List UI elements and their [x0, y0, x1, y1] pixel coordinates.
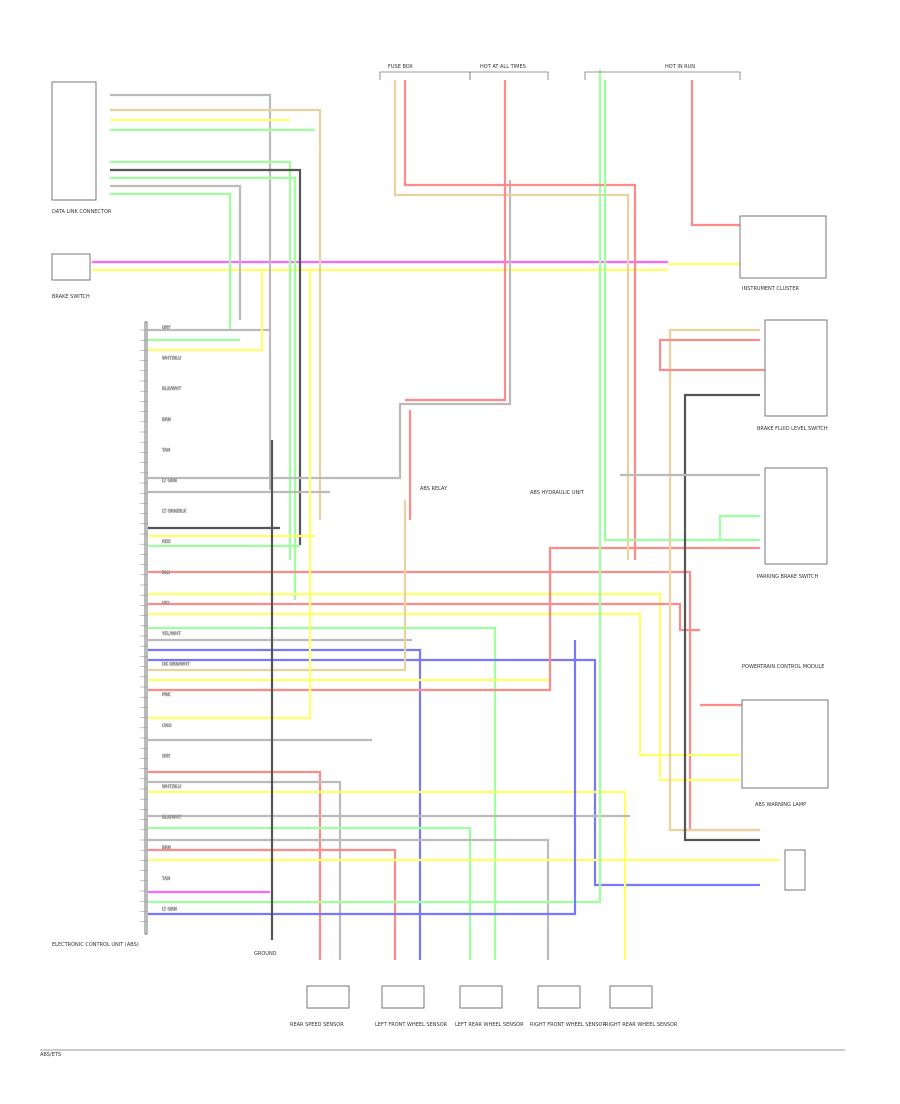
- wire-c9: [110, 192, 232, 330]
- wire-c7: [110, 176, 297, 600]
- ecu-pin-label: GRY: [162, 753, 171, 758]
- wire-p4: [148, 180, 512, 480]
- label-sensor-3: LEFT REAR WHEEL SENSOR: [455, 1022, 524, 1028]
- parking-brake-switch-block: [764, 467, 828, 565]
- sensor-4-block: [537, 985, 581, 1009]
- label-sensor-2: LEFT FRONT WHEEL SENSOR: [375, 1022, 448, 1028]
- ecu-pin-label: GRY: [162, 325, 171, 330]
- label-sensor-1: REAR SPEED SENSOR: [290, 1022, 344, 1028]
- wire-p23: [148, 780, 342, 960]
- brake-fluid-switch-block: [764, 319, 828, 417]
- wire-p17: [148, 500, 407, 672]
- label-sensor-4: RIGHT FRONT WHEEL SENSOR: [530, 1022, 606, 1028]
- wire-center-green: [603, 80, 760, 542]
- fuse-bracket-right: [584, 71, 741, 80]
- ecu-pin-label: LT GRN: [162, 906, 177, 911]
- ecu-pin-label: PNK: [162, 692, 171, 697]
- ecu-block: [144, 321, 148, 935]
- label-instrument-cluster: INSTRUMENT CLUSTER: [742, 286, 800, 292]
- wire-p13: [148, 626, 497, 960]
- wire-center-red: [403, 80, 637, 560]
- wire-p22: [148, 770, 322, 960]
- ecu-pin-label: WHT/BLU: [162, 784, 181, 789]
- wire-c8: [110, 184, 242, 320]
- wire-c2: [110, 108, 322, 520]
- sensor-2-block: [381, 985, 425, 1009]
- wire-center-red3: [405, 80, 507, 402]
- ecu-pin-label: BRN: [162, 417, 171, 422]
- label-brake-fluid-switch: BRAKE FLUID LEVEL SWITCH: [757, 426, 828, 432]
- label-hydraulic-unit: ABS HYDRAULIC UNIT: [530, 490, 585, 496]
- label-abs-relay: ABS RELAY: [420, 486, 448, 492]
- label-pcm: POWERTRAIN CONTROL MODULE: [742, 664, 824, 670]
- sensor-3-block: [459, 985, 503, 1009]
- ecu-pin-label: LT GRN/BLK: [162, 509, 187, 514]
- wire-c6: [110, 168, 302, 545]
- label-hot-in-run: HOT IN RUN: [665, 64, 695, 70]
- label-warning-lamp: ABS WARNING LAMP: [755, 802, 806, 808]
- wire-r3: [683, 393, 760, 842]
- wire-c1: [110, 93, 272, 490]
- wire-p3: [148, 270, 264, 352]
- label-ecu: ELECTRONIC CONTROL UNIT (ABS): [52, 942, 139, 948]
- label-hot-at-all-times: HOT AT ALL TIMES: [480, 64, 526, 70]
- footer-label: ABS/ETS: [40, 1052, 61, 1058]
- ecu-pin-label: DK GRN/WHT: [162, 662, 190, 667]
- ecu-pin-label: VIO: [162, 600, 170, 605]
- wire-r1: [668, 328, 760, 832]
- wire-p16: [148, 658, 760, 887]
- wire-p11: [148, 602, 700, 632]
- ecu-pin-label: BRN: [162, 845, 171, 850]
- wire-p32: [148, 640, 577, 916]
- ecu-pin-label: TAN: [161, 876, 170, 881]
- wire-c5: [110, 160, 292, 560]
- data-link-connector: [51, 81, 97, 201]
- label-ground: GROUND: [254, 951, 277, 957]
- sensor-1-block: [306, 985, 350, 1009]
- wire-p12: [148, 612, 740, 757]
- wire-r5: [718, 514, 760, 540]
- ecu-pin-label: LT GRN: [162, 478, 177, 483]
- wire-p19: [148, 546, 760, 692]
- instrument-cluster-block: [739, 215, 827, 279]
- wire-p15: [148, 648, 422, 960]
- ecu-pin-label: WHT/BLU: [162, 356, 181, 361]
- fuse-bracket-left: [379, 71, 471, 80]
- ecu-pin-label: YEL/WHT: [161, 631, 181, 636]
- warning-lamp-block: [784, 849, 806, 891]
- wire-p24: [148, 790, 627, 960]
- wire-p26: [148, 826, 472, 960]
- ecu-pin-label: BLK/WHT: [162, 386, 182, 391]
- fuse-bracket-mid: [469, 71, 549, 80]
- sensor-5-block: [609, 985, 653, 1009]
- wire-fuse-right-red: [690, 80, 740, 227]
- label-parking-brake-switch: PARKING BRAKE SWITCH: [757, 574, 819, 580]
- pcm-block: [741, 699, 829, 789]
- wire-p20: [148, 270, 312, 720]
- ecu-pin-label: TAN: [161, 447, 170, 452]
- wire-p10: [148, 592, 740, 782]
- label-brake-switch: BRAKE SWITCH: [52, 294, 90, 300]
- wire-p27: [148, 838, 550, 960]
- ecu-pin-label: ORG: [162, 723, 171, 728]
- ecu-pin-label: BLK/WHT: [162, 815, 182, 820]
- wire-p31: [148, 70, 602, 904]
- wire-center-tan: [393, 80, 630, 560]
- ecu-pin-label: BLU: [162, 570, 170, 575]
- wire-p28: [148, 848, 397, 960]
- label-sensor-5: RIGHT REAR WHEEL SENSOR: [605, 1022, 678, 1028]
- brake-switch-block: [51, 253, 91, 281]
- ecu-pin-label: RED: [162, 539, 171, 544]
- label-data-link-connector: DATA LINK CONNECTOR: [52, 209, 112, 215]
- label-fuse-box: FUSE BOX: [388, 64, 413, 70]
- wire-r2: [658, 338, 770, 372]
